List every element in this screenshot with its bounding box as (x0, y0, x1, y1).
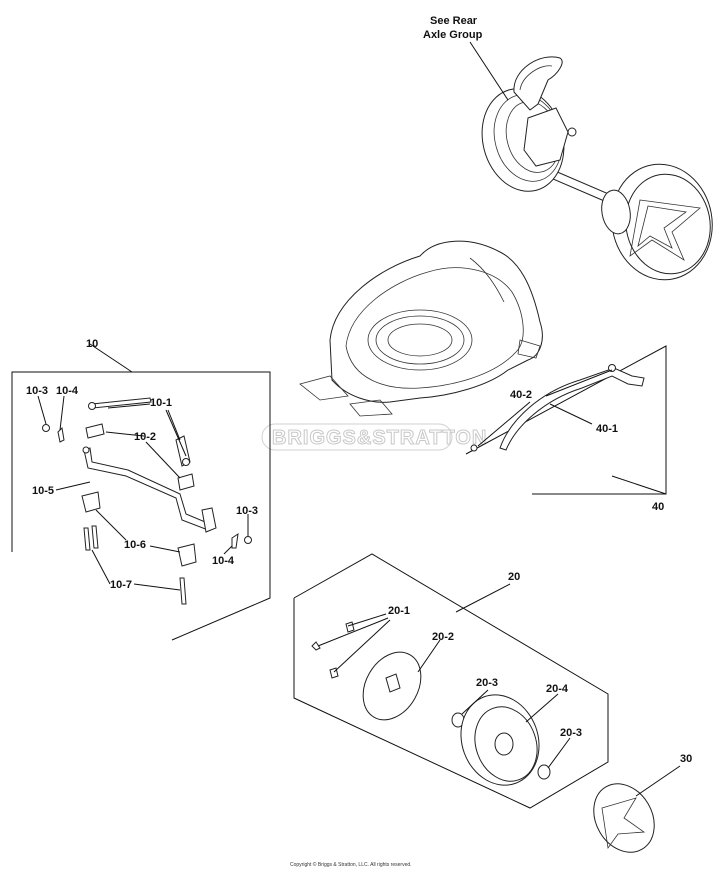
rear-axle-assembly (469, 41, 713, 281)
label-axle-group: Axle Group (423, 29, 483, 41)
label-see-rear: See Rear (430, 15, 478, 27)
label-20-3a: 20-3 (476, 677, 498, 689)
copyright-text: Copyright © Briggs & Stratton, LLC. All … (290, 861, 412, 868)
group-40-box (465, 345, 667, 495)
label-20-4: 20-4 (546, 683, 569, 695)
label-20-3b: 20-3 (560, 727, 582, 739)
watermark-text: BRIGGS&STRATTON (272, 427, 487, 449)
label-10-3a: 10-3 (26, 385, 48, 397)
label-40-1: 40-1 (596, 423, 618, 435)
label-10: 10 (86, 338, 98, 350)
label-10-1: 10-1 (150, 397, 172, 409)
watermark: BRIGGS&STRATTON (261, 423, 487, 451)
label-10-4a: 10-4 (56, 385, 79, 397)
label-20: 20 (508, 571, 520, 583)
label-10-6: 10-6 (124, 539, 146, 551)
label-20-2: 20-2 (432, 631, 454, 643)
label-30: 30 (680, 753, 692, 765)
mower-deck (299, 240, 543, 417)
hubcap-30 (593, 765, 681, 853)
label-10-7: 10-7 (110, 579, 132, 591)
label-10-4b: 10-4 (212, 555, 235, 567)
label-10-5: 10-5 (32, 485, 54, 497)
group-20-box (293, 553, 609, 809)
label-40-2: 40-2 (510, 389, 532, 401)
label-10-2: 10-2 (134, 431, 156, 443)
label-10-3b: 10-3 (236, 505, 258, 517)
label-20-1: 20-1 (388, 605, 410, 617)
label-40: 40 (652, 501, 664, 513)
group-10-box (11, 343, 271, 641)
